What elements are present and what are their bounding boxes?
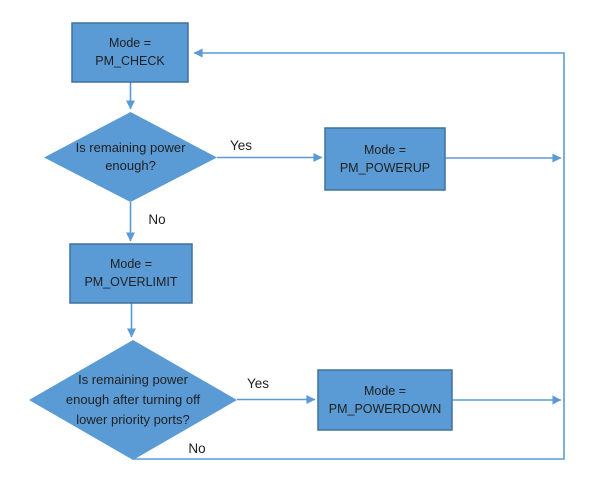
edge-label-no-bottom: No (188, 441, 206, 456)
node-powerdown-label: Mode = PM_POWERDOWN (318, 382, 452, 418)
node-overlimit-box (69, 243, 193, 304)
text-line: Is remaining power (75, 140, 186, 155)
edge-label-yes-top: Yes (229, 138, 253, 153)
node-powerup-label: Mode = PM_POWERUP (325, 141, 445, 177)
node-powerup-box (324, 127, 446, 191)
edge-label-no-top: No (148, 212, 166, 227)
decision1-label: Is remaining power enough? (45, 139, 216, 175)
edge-label-yes-bottom: Yes (246, 376, 270, 391)
text-line: enough? (105, 158, 156, 173)
decision2-label: Is remaining power enough after turning … (38, 370, 228, 430)
node-overlimit-label: Mode = PM_OVERLIMIT (70, 255, 192, 291)
node-check-box (71, 22, 189, 83)
node-check-label: Mode = PM_CHECK (72, 34, 188, 70)
node-powerdown-box (317, 369, 453, 431)
text-line: PM_POWERDOWN (328, 402, 442, 416)
decision1-diamond (44, 112, 217, 202)
text-line: Mode = (363, 143, 407, 157)
text-line: enough after turning off (65, 392, 201, 407)
text-line: Mode = (108, 36, 152, 50)
text-line: PM_OVERLIMIT (84, 275, 178, 289)
connector-feedback-loop (133, 48, 565, 460)
text-line: Mode = (109, 257, 153, 271)
text-line: PM_CHECK (95, 54, 165, 68)
text-line: lower priority ports? (76, 412, 190, 427)
text-line: Is remaining power (78, 372, 188, 387)
text-line: Mode = (363, 384, 407, 398)
text-line: PM_POWERUP (339, 161, 431, 175)
decision2-diamond (29, 340, 237, 460)
